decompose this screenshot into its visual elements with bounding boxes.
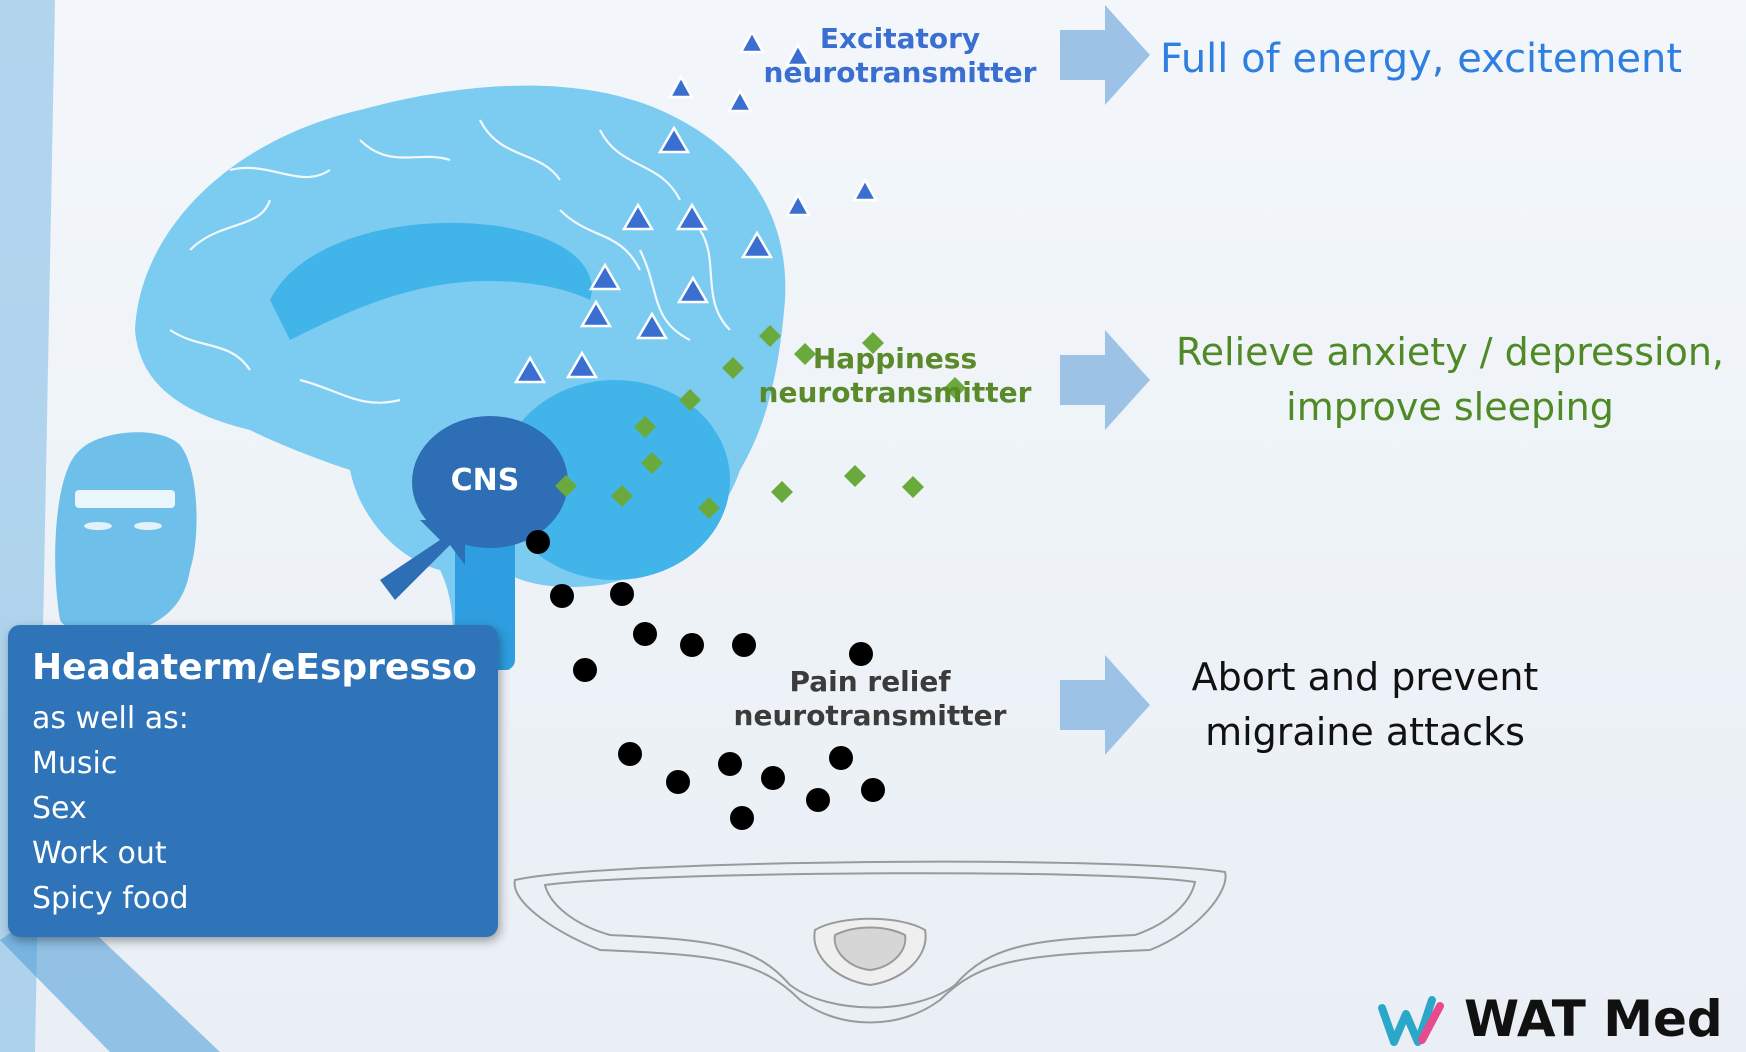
triangle-marker — [621, 202, 655, 231]
outcome-migraine-line2: migraine attacks — [1205, 710, 1525, 755]
dot-marker — [761, 766, 785, 790]
dot-marker — [526, 530, 550, 554]
outcome-migraine-line1: Abort and prevent — [1191, 655, 1539, 699]
triggers-title: Headaterm/eEspresso — [32, 647, 477, 688]
triangle-marker — [740, 230, 774, 259]
cns-label: CNS — [450, 463, 520, 498]
outcome-migraine: Abort and prevent migraine attacks — [1150, 650, 1580, 760]
triangle-marker — [513, 355, 547, 384]
dot-marker — [680, 633, 704, 657]
triangle-marker — [784, 42, 812, 67]
triangle-marker — [588, 262, 622, 291]
diamond-marker — [611, 485, 633, 507]
diamond-marker — [944, 377, 966, 399]
excitatory-label: Excitatory neurotransmitter — [763, 22, 1037, 89]
diamond-marker — [771, 481, 793, 503]
diamond-marker — [759, 325, 781, 347]
pain-relief-label: Pain relief neurotransmitter — [733, 665, 1007, 732]
diamond-marker — [722, 357, 744, 379]
dot-marker — [610, 582, 634, 606]
diamond-marker — [862, 332, 884, 354]
right-arrow-icon — [1060, 5, 1150, 105]
diamond-marker — [902, 476, 924, 498]
stimulus-arrow-icon — [380, 520, 465, 600]
happiness-label: Happiness neurotransmitter — [758, 342, 1032, 409]
triangle-marker — [726, 88, 754, 113]
pain-markers — [526, 530, 885, 830]
diamond-marker — [794, 343, 816, 365]
brand: WAT Med — [1380, 990, 1723, 1048]
outcome-anxiety-line1: Relieve anxiety / depression, — [1175, 330, 1724, 374]
brain-illustration — [135, 85, 786, 670]
diamond-marker — [698, 497, 720, 519]
triggers-item: Sex — [32, 791, 87, 826]
dot-marker — [550, 584, 574, 608]
outcome-anxiety: Relieve anxiety / depression, improve sl… — [1160, 325, 1740, 435]
cns-region — [412, 416, 568, 548]
outcome-anxiety-line2: improve sleeping — [1286, 385, 1614, 430]
diamond-marker — [679, 389, 701, 411]
dot-marker — [849, 642, 873, 666]
dot-marker — [806, 788, 830, 812]
brand-name: WAT Med — [1464, 990, 1723, 1048]
gyri-lines — [169, 119, 731, 404]
dot-marker — [732, 633, 756, 657]
right-arrow-icon — [1060, 655, 1150, 755]
triangle-marker — [635, 311, 669, 340]
triggers-item: as well as: — [32, 701, 189, 736]
triangle-marker — [579, 299, 613, 328]
triggers-item: Spicy food — [32, 881, 189, 916]
triangle-marker — [738, 29, 766, 54]
diamond-marker — [555, 475, 577, 497]
dot-marker — [718, 752, 742, 776]
face-icon — [55, 432, 197, 660]
triangle-marker — [676, 275, 710, 304]
cerebellum — [500, 380, 730, 580]
diamond-marker — [844, 465, 866, 487]
outcome-energy: Full of energy, excitement — [1160, 36, 1683, 82]
dot-marker — [730, 806, 754, 830]
headband-device — [513, 860, 1227, 1024]
triangle-marker — [851, 177, 879, 202]
brand-logo-icon — [1378, 996, 1444, 1046]
dot-marker — [861, 778, 885, 802]
triangle-marker — [675, 202, 709, 231]
happiness-markers — [555, 325, 966, 519]
diamond-marker — [641, 452, 663, 474]
triggers-panel: Headaterm/eEspresso as well as: Music Se… — [8, 625, 498, 937]
dot-marker — [633, 622, 657, 646]
dot-marker — [573, 658, 597, 682]
triangle-marker — [667, 74, 695, 99]
diamond-marker — [634, 416, 656, 438]
triangle-marker — [565, 350, 599, 379]
dot-marker — [666, 770, 690, 794]
triangle-marker — [784, 192, 812, 217]
excitatory-markers — [513, 29, 879, 384]
triangle-marker — [657, 125, 691, 154]
triggers-item: Music — [32, 746, 118, 781]
right-arrow-icon — [1060, 330, 1150, 430]
triggers-list: as well as: Music Sex Work out Spicy foo… — [32, 696, 474, 921]
left-accent-stripe-2 — [0, 900, 220, 1052]
dot-marker — [829, 746, 853, 770]
triggers-item: Work out — [32, 836, 167, 871]
dot-marker — [618, 742, 642, 766]
